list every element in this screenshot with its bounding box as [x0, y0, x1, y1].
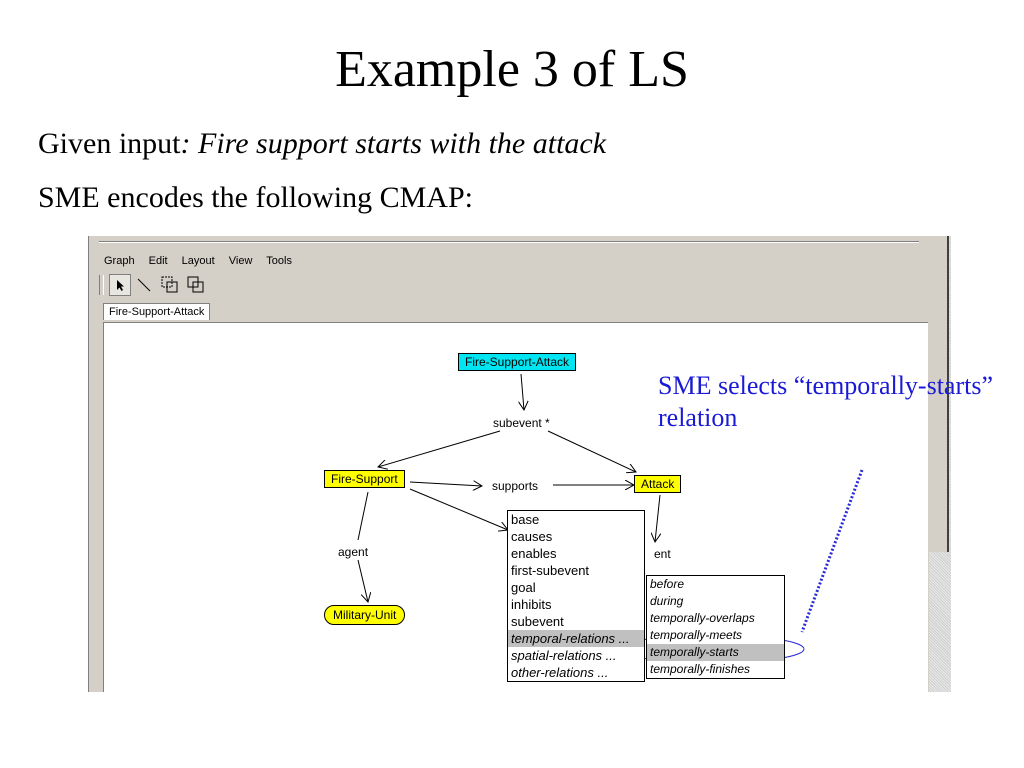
window-top-divider — [99, 241, 919, 243]
menu-item-causes[interactable]: causes — [511, 529, 553, 544]
submenu-item-temporally-meets[interactable]: temporally-meets — [650, 628, 743, 642]
submenu-item-temporally-overlaps[interactable]: temporally-overlaps — [650, 611, 755, 625]
submenu-item-temporally-starts[interactable]: temporally-starts — [647, 644, 784, 661]
relation-agent[interactable]: agent — [338, 545, 369, 559]
edge-subevent-to-attack — [547, 430, 636, 472]
menu-view[interactable]: View — [228, 255, 253, 267]
menu-bar: Graph Edit Layout View Tools — [104, 255, 303, 269]
given-input-label: Given input — [38, 127, 181, 160]
relation-ent[interactable]: ent — [654, 547, 671, 561]
relation-popup-menu: base causes enables first-subevent goal … — [507, 510, 645, 682]
menu-item-temporal-relations[interactable]: temporal-relations ... — [508, 630, 644, 647]
menu-item-goal[interactable]: goal — [511, 580, 536, 595]
menu-layout[interactable]: Layout — [181, 255, 215, 267]
slide-title: Example 3 of LS — [335, 41, 689, 98]
menu-item-first-subevent[interactable]: first-subevent — [511, 563, 590, 578]
given-input-sentence: : Fire support starts with the attack — [180, 127, 607, 160]
edge-agent-to-military-unit — [357, 559, 368, 602]
submenu-item-during[interactable]: during — [650, 594, 684, 608]
callout-text: SME selects “temporally-starts” relation — [658, 371, 994, 432]
submenu-item-temporally-finishes[interactable]: temporally-finishes — [650, 662, 751, 676]
node-fire-support-attack[interactable]: Fire-Support-Attack — [458, 353, 577, 371]
relation-subevent[interactable]: subevent * — [493, 416, 550, 430]
node-military-unit[interactable]: Military-Unit — [324, 605, 406, 625]
edge-attack-to-ent — [655, 494, 660, 542]
menu-item-base[interactable]: base — [511, 512, 540, 527]
tab-fire-support-attack[interactable]: Fire-Support-Attack — [103, 303, 211, 320]
pointer-tool-icon — [117, 280, 124, 291]
group-tool-button[interactable] — [159, 274, 181, 296]
menu-item-inhibits[interactable]: inhibits — [511, 597, 552, 612]
given-input-line: Given input: Fire support starts with th… — [38, 126, 606, 162]
edge-subevent-to-fire-support — [378, 430, 501, 467]
callout-pointer-line — [800, 469, 864, 633]
tab-bar: Fire-Support-Attack — [103, 302, 211, 320]
ungroup-tool-button[interactable] — [185, 274, 207, 296]
menu-item-spatial-relations[interactable]: spatial-relations ... — [511, 648, 617, 663]
pointer-tool-button[interactable] — [109, 274, 131, 296]
line-tool-button[interactable] — [133, 274, 155, 296]
menu-item-other-relations[interactable]: other-relations ... — [511, 665, 609, 680]
edge-fire-support-to-popup — [409, 488, 508, 530]
menu-tools[interactable]: Tools — [266, 255, 292, 267]
node-attack[interactable]: Attack — [634, 475, 682, 493]
toolbar-grip — [99, 275, 104, 295]
line-tool-icon — [137, 278, 151, 292]
menu-item-enables[interactable]: enables — [511, 546, 557, 561]
temporal-submenu: before during temporally-overlaps tempor… — [646, 575, 785, 679]
edge-fire-support-to-supports — [409, 482, 482, 486]
submenu-item-before[interactable]: before — [650, 577, 685, 591]
edge-fsa-to-subevent — [521, 373, 524, 410]
group-tool-icon — [161, 276, 178, 293]
menu-item-subevent[interactable]: subevent — [511, 614, 564, 629]
menu-edit[interactable]: Edit — [148, 255, 168, 267]
ungroup-tool-icon — [187, 276, 204, 293]
node-fire-support[interactable]: Fire-Support — [324, 470, 405, 488]
menu-graph[interactable]: Graph — [104, 255, 135, 267]
relation-supports[interactable]: supports — [492, 479, 539, 493]
vertical-scrollbar-thumb[interactable] — [929, 236, 949, 552]
edge-fire-support-to-agent — [357, 491, 369, 541]
sme-encodes-line: SME encodes the following CMAP: — [38, 181, 473, 214]
